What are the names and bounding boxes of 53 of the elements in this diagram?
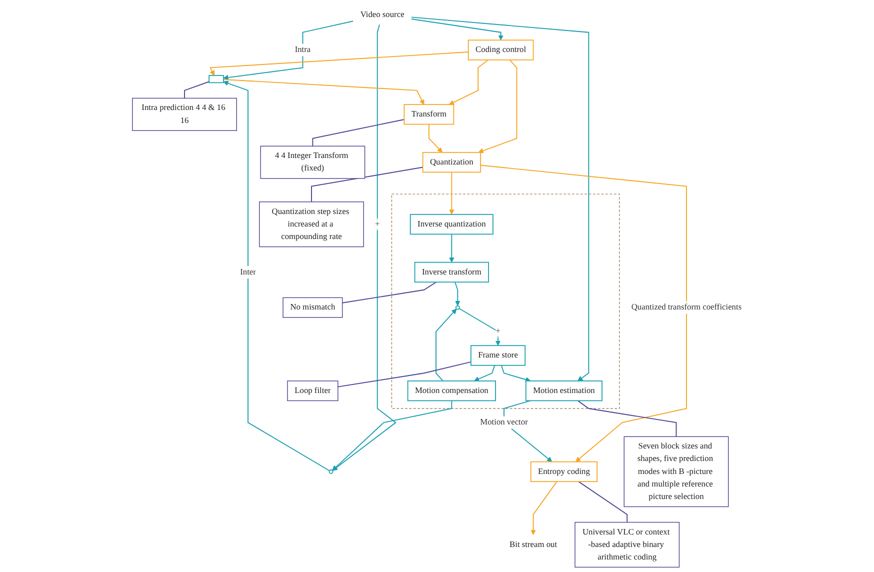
node-box: 4 4 Integer Transform (fixed) xyxy=(260,146,366,179)
node-text: Bit stream out xyxy=(510,540,558,550)
connector xyxy=(578,481,628,523)
arrow xyxy=(210,52,469,76)
connector xyxy=(577,400,677,438)
arrow xyxy=(530,481,558,536)
node-box: Inverse quantization xyxy=(410,214,494,235)
node-box: Motion compensation xyxy=(407,380,496,402)
node-box: Seven block sizes and shapes, five prediction modes with B -picture and multiple reference picture selection xyxy=(624,436,729,508)
node-box: Quantization step sizes increased at a compounding rate xyxy=(259,201,364,248)
arrow xyxy=(449,234,454,263)
arrow xyxy=(449,172,454,215)
node-box: Intra prediction 4 4 & 16 16 xyxy=(132,98,237,131)
edge-label: Inter xyxy=(240,268,256,277)
arrow xyxy=(411,18,504,40)
arrow xyxy=(332,400,452,471)
arrow xyxy=(478,59,518,154)
node-circle xyxy=(455,305,460,310)
node-box: Universal VLC or context -based adaptive binary arithmetic coding xyxy=(574,522,680,568)
edge-label: Quantized transform coefficients xyxy=(631,303,742,312)
arrow xyxy=(411,16,590,382)
edge-label: + xyxy=(496,327,500,336)
arrow xyxy=(448,59,489,105)
node-box: No mismatch xyxy=(282,297,343,318)
node-box xyxy=(208,75,224,84)
arrow xyxy=(222,79,424,105)
node-box: Transform xyxy=(404,104,454,125)
connector xyxy=(184,81,210,99)
edge-label: + xyxy=(374,220,380,229)
edge-label: Intra xyxy=(294,46,311,55)
node-box: Inverse transform xyxy=(414,262,489,283)
arrow xyxy=(454,282,460,306)
node-box: Coding control xyxy=(468,40,534,60)
arrow xyxy=(428,124,443,153)
cluster xyxy=(391,194,620,409)
connector xyxy=(311,166,424,202)
node-box: Frame store xyxy=(470,345,526,366)
arrow xyxy=(474,364,496,382)
arrow xyxy=(500,364,531,382)
arrow xyxy=(332,24,396,471)
node-circle xyxy=(328,469,334,474)
node-text: Video source xyxy=(360,10,404,20)
node-box: Loop filter xyxy=(287,380,338,402)
edge-label: Motion vector xyxy=(480,418,528,428)
connector xyxy=(337,361,472,388)
node-box: Motion estimation xyxy=(525,380,602,402)
arrow xyxy=(436,308,457,382)
node-box: Entropy coding xyxy=(530,461,598,482)
connector xyxy=(312,119,405,147)
node-box: Quantization xyxy=(422,152,481,173)
connector xyxy=(342,282,437,304)
arrow xyxy=(223,20,354,80)
arrow xyxy=(223,80,330,472)
